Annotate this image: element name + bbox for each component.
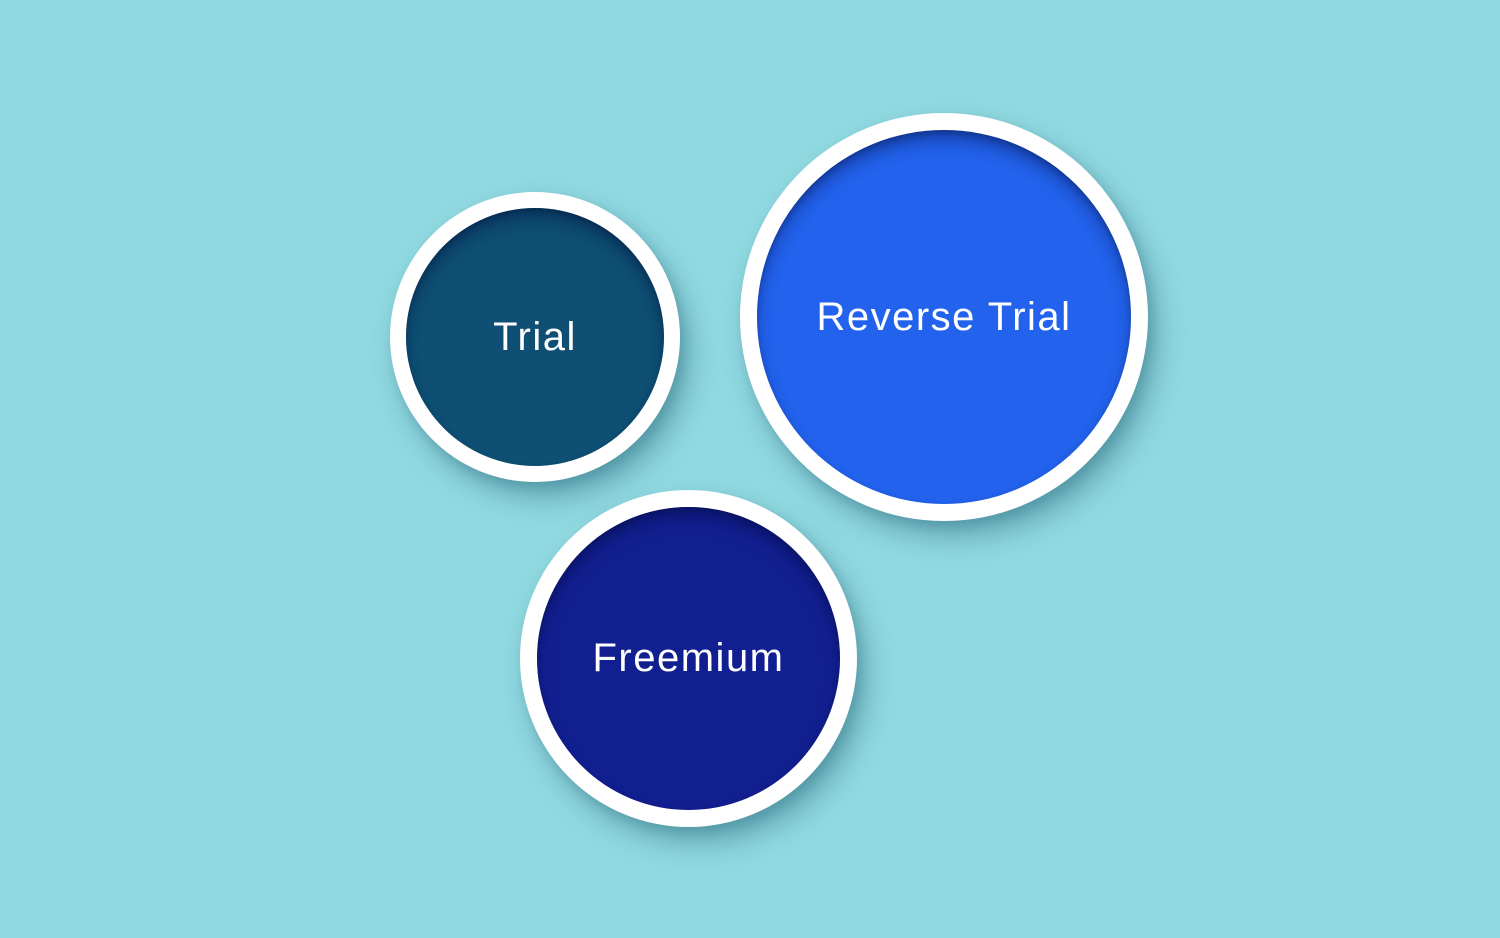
bubble-reverse-trial-ring: Reverse Trial bbox=[740, 113, 1148, 521]
bubble-freemium: Freemium bbox=[537, 507, 840, 810]
bubble-trial-ring: Trial bbox=[390, 192, 680, 482]
bubble-reverse-trial-label: Reverse Trial bbox=[816, 294, 1072, 339]
bubble-freemium-label: Freemium bbox=[592, 636, 785, 680]
bubble-reverse-trial: Reverse Trial bbox=[757, 130, 1131, 504]
bubble-trial: Trial bbox=[406, 208, 664, 466]
bubble-trial-label: Trial bbox=[493, 314, 577, 359]
bubble-freemium-ring: Freemium bbox=[520, 490, 857, 827]
